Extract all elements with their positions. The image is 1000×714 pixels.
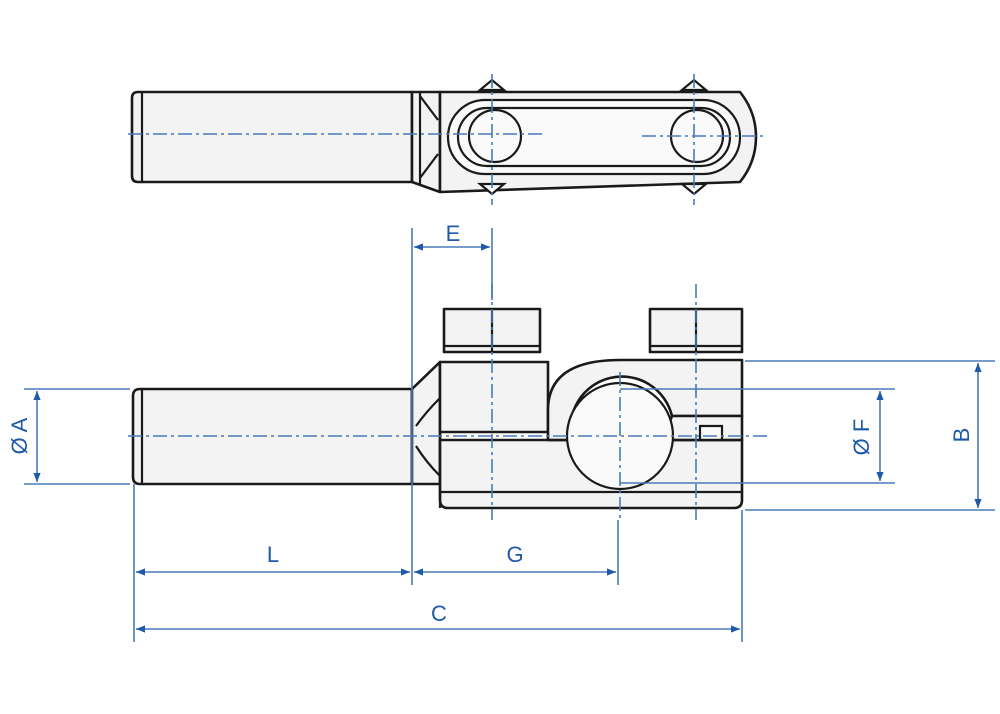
top-shaft xyxy=(130,90,414,184)
top-hole-left xyxy=(467,108,523,164)
dim-label-e: E xyxy=(446,221,461,246)
dimensions: E L G C Ø A Ø F B xyxy=(7,221,995,642)
top-view xyxy=(128,74,765,205)
dim-label-f: Ø F xyxy=(849,419,874,456)
front-view xyxy=(128,284,770,520)
front-neck xyxy=(410,360,442,486)
clamp-upper-left xyxy=(438,360,550,434)
top-neck xyxy=(410,90,442,194)
dim-label-a: Ø A xyxy=(7,417,32,454)
dim-label-c: C xyxy=(431,601,447,626)
dim-label-g: G xyxy=(506,542,523,567)
top-slot-plate xyxy=(446,98,742,176)
dim-label-b: B xyxy=(949,428,974,443)
dim-label-l: L xyxy=(267,542,279,567)
